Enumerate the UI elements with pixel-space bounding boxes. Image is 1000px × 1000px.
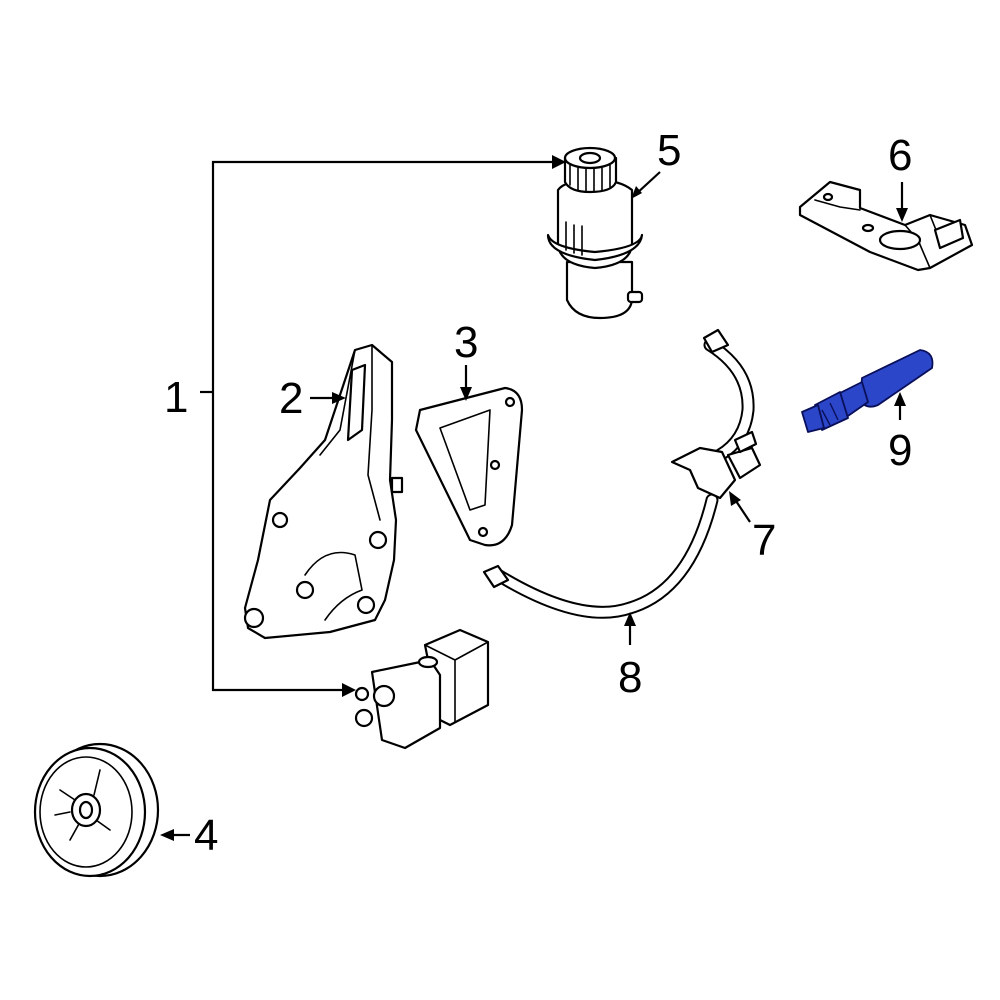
callout-3-label: 3 [454,318,478,367]
pump-part [354,628,490,750]
callout-9-label: 9 [888,426,912,475]
callout-1-label: 1 [164,373,188,422]
pressure-hose-part [482,328,762,619]
pump-bracket-part [243,343,404,640]
highlighted-fitting-part [801,349,934,433]
callout-8-label: 8 [618,653,642,702]
callout-4-label: 4 [194,811,218,860]
reservoir-part [546,146,644,320]
callout-2-label: 2 [279,374,303,423]
callout-7-label: 7 [752,516,776,565]
callout-1-bracket [200,155,566,697]
callout-5-label: 5 [657,126,681,175]
mounting-bracket-part [798,180,974,272]
pulley-part [33,742,160,878]
mounting-plate-part [414,386,524,547]
callout-6-label: 6 [888,131,912,180]
